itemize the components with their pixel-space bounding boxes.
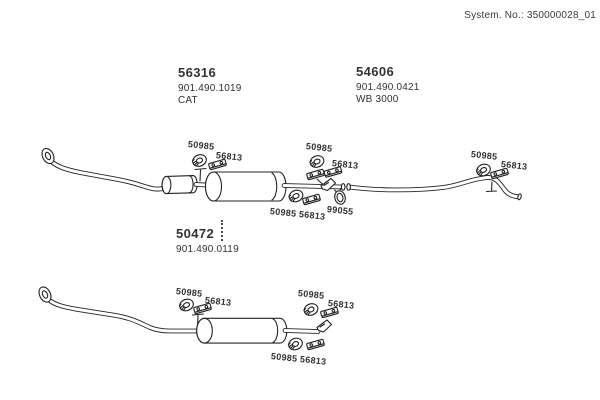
center-muffler bbox=[196, 317, 288, 344]
front-pipe bbox=[48, 158, 171, 192]
top-exhaust-system bbox=[39, 145, 522, 202]
bracket-icon bbox=[301, 193, 322, 206]
rubber-hanger-icon bbox=[286, 187, 306, 205]
muffler-tail-pipe bbox=[282, 328, 321, 334]
rear-pipe bbox=[346, 175, 522, 201]
assembly-number: 56316 bbox=[178, 65, 217, 80]
muffler-tail-pipe bbox=[281, 183, 346, 191]
catalytic-converter bbox=[161, 175, 198, 195]
assembly-note: CAT bbox=[178, 95, 198, 107]
assembly-ref: 901.490.0119 bbox=[176, 243, 239, 255]
bracket-icon bbox=[305, 338, 326, 351]
clamp-icon bbox=[332, 187, 348, 206]
rubber-hanger-icon bbox=[286, 335, 305, 353]
rubber-hanger-icon bbox=[301, 301, 321, 318]
assembly-number: 54606 bbox=[356, 64, 395, 79]
junction-bracket bbox=[305, 168, 326, 186]
assembly-ref: 901.490.0421 bbox=[356, 81, 420, 93]
tail-hanger-flag-icon bbox=[316, 319, 333, 333]
system-number: System. No.: 350000028_01 bbox=[464, 10, 596, 21]
bracket-icon bbox=[489, 167, 510, 180]
assembly-ref: 901.490.1019 bbox=[178, 82, 242, 94]
assembly-block-54606: 54606 901.490.0421 WB 3000 bbox=[356, 64, 420, 106]
dotted-connector-line bbox=[221, 220, 223, 241]
bottom-exhaust-system bbox=[36, 284, 333, 344]
rear-hanger-pin bbox=[485, 181, 498, 193]
rubber-hanger-icon bbox=[177, 296, 196, 314]
hanger-pin bbox=[194, 167, 207, 182]
assembly-block-50472: 50472 901.490.0119 bbox=[176, 226, 239, 255]
center-muffler bbox=[204, 171, 287, 202]
assembly-number: 50472 bbox=[176, 226, 215, 241]
front-pipe bbox=[45, 296, 205, 334]
assembly-block-56316: 56316 901.490.1019 CAT bbox=[178, 65, 242, 107]
rubber-hanger-icon bbox=[307, 153, 327, 170]
rubber-hanger-icon bbox=[190, 152, 209, 169]
assembly-note: WB 3000 bbox=[356, 94, 399, 106]
